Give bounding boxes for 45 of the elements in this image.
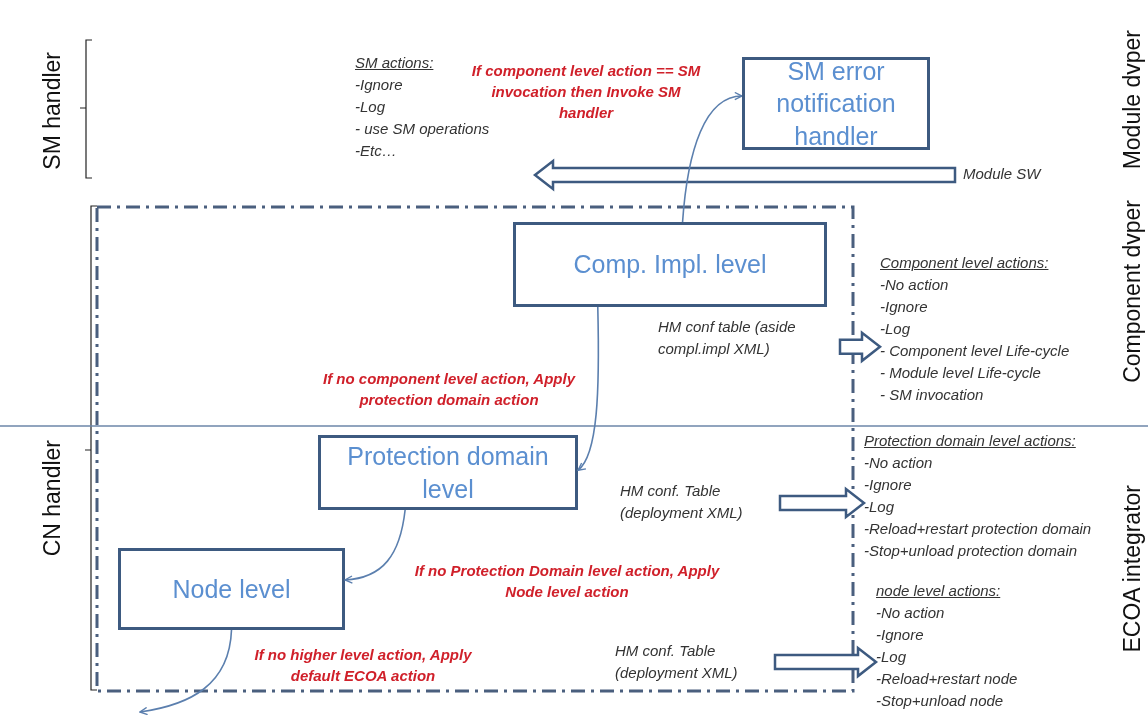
list-item: - Component level Life-cycle	[880, 341, 1070, 361]
list-item: -No action	[876, 603, 945, 623]
side-label: SM handler	[38, 52, 66, 170]
list-item: -Ignore	[876, 625, 924, 645]
side-label: Module dvper	[1118, 30, 1146, 170]
list-heading: node level actions:	[876, 581, 1001, 601]
side-label: CN handler	[38, 440, 66, 557]
side-label: ECOA integrator	[1118, 485, 1146, 653]
list-item: -Log	[355, 97, 386, 117]
block-arrow	[838, 330, 883, 364]
curved-arrow	[344, 509, 406, 584]
list-item: -Ignore	[880, 297, 928, 317]
curved-arrow	[577, 306, 600, 472]
note-text: HM conf table (aside compl.impl XML)	[650, 316, 840, 362]
list-item: -Log	[876, 647, 907, 667]
list-item: -Log	[880, 319, 911, 339]
list-item: - Module level Life-cycle	[880, 363, 1041, 383]
note-text: HM conf. Table (deployment XML)	[607, 640, 775, 686]
level-box: Comp. Impl. level	[513, 222, 827, 307]
list-item: -Log	[864, 497, 895, 517]
list-heading: Component level actions:	[880, 253, 1049, 273]
list-item: -Reload+restart node	[876, 669, 1018, 689]
note-text: Module SW	[955, 163, 1065, 187]
list-item: -No action	[880, 275, 949, 295]
level-box: Protection domain level	[318, 435, 578, 510]
list-item: -Ignore	[864, 475, 912, 495]
list-item: -Etc…	[355, 141, 397, 161]
list-item: -Stop+unload protection domain	[864, 541, 1078, 561]
list-item: - SM invocation	[880, 385, 984, 405]
list-heading: Protection domain level actions:	[864, 431, 1076, 451]
note-text: HM conf. Table (deployment XML)	[612, 480, 780, 526]
side-label: Component dvper	[1118, 200, 1146, 383]
curved-arrow	[681, 92, 743, 223]
curved-arrow	[139, 629, 233, 716]
list-item: -Ignore	[355, 75, 403, 95]
dash-dot-frame	[95, 205, 855, 693]
level-box: Node level	[118, 548, 345, 630]
block-arrow	[773, 645, 879, 679]
list-item: -Reload+restart protection domain	[864, 519, 1092, 539]
list-heading: SM actions:	[355, 53, 434, 73]
block-arrow	[532, 158, 957, 192]
level-box: SM error notification handler	[742, 57, 930, 150]
block-arrow	[778, 486, 867, 520]
list-item: -Stop+unload node	[876, 691, 1004, 711]
list-item: -No action	[864, 453, 933, 473]
